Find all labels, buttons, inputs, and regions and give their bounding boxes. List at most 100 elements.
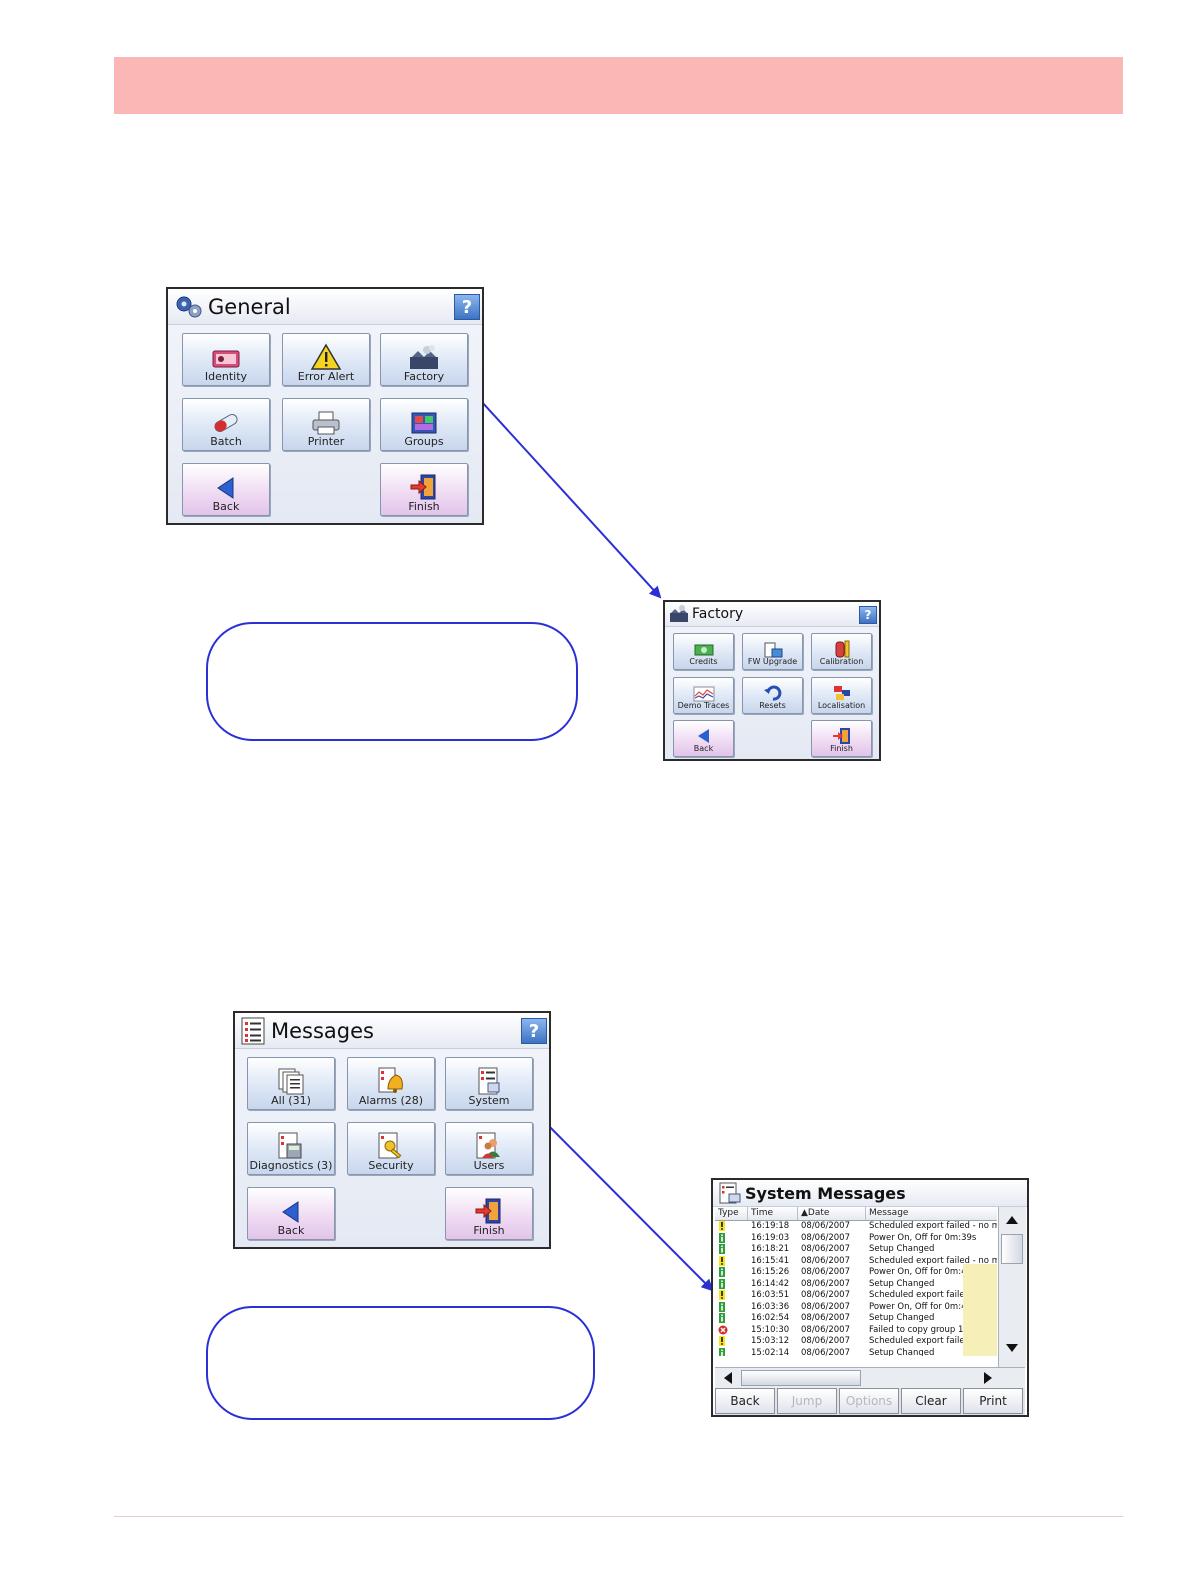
time-cell: 15:03:12 [751,1336,790,1346]
factory-button[interactable]: Factory [380,333,468,386]
back-label: Back [693,744,714,753]
identity-button[interactable]: Identity [182,333,270,386]
printer-button[interactable]: Printer [282,398,370,451]
scroll-thumb[interactable] [1001,1234,1023,1264]
help-button[interactable]: ? [521,1018,547,1044]
scroll-right-button[interactable] [977,1370,999,1386]
column-header-date[interactable]: ▲Date [798,1207,866,1220]
scroll-down-button[interactable] [1000,1337,1024,1359]
diagnostics-icon [277,1132,305,1160]
security-messages-button[interactable]: Security [347,1122,435,1175]
alarm-messages-label: Alarms (28) [358,1094,424,1107]
date-cell: 08/06/2007 [801,1290,850,1300]
groups-button[interactable]: Groups [380,398,468,451]
users-messages-button[interactable]: Users [445,1122,533,1175]
back-button[interactable]: Back [673,720,734,757]
localisation-button[interactable]: Localisation [811,677,872,714]
message-cell: Setup Changed [869,1278,935,1289]
date-cell: 08/06/2007 [801,1221,850,1231]
credits-button[interactable]: Credits [673,633,734,670]
finish-label: Finish [830,744,853,753]
back-label: Back [277,1224,305,1237]
demo-traces-button[interactable]: Demo Traces [673,677,734,714]
calibration-icon [831,640,853,658]
jump-button[interactable]: Jump [777,1388,837,1414]
identity-card-icon [211,347,241,371]
column-header-time[interactable]: Time [748,1207,798,1220]
system-list-icon [719,1182,741,1204]
footer-rule [114,1516,1123,1517]
column-header-type[interactable]: Type [715,1207,748,1220]
error-alert-button[interactable]: Error Alert [282,333,370,386]
finish-button[interactable]: Finish [380,463,468,516]
factory-title-bar: Factory [665,602,879,627]
all-messages-button[interactable]: All (31) [247,1057,335,1110]
vertical-scrollbar[interactable] [998,1207,1026,1367]
scroll-h-thumb[interactable] [741,1370,861,1386]
gears-icon [174,293,204,321]
batch-button[interactable]: Batch [182,398,270,451]
info-icon [715,1278,748,1291]
fw-upgrade-button[interactable]: FW Upgrade [742,633,803,670]
column-header-message[interactable]: Message [869,1208,909,1218]
back-button[interactable]: Back [182,463,270,516]
scroll-left-button[interactable] [717,1370,739,1386]
back-arrow-icon [213,475,239,501]
back-label: Back [212,500,240,513]
message-cell: Setup Changed [869,1313,935,1323]
time-cell: 16:14:42 [751,1278,790,1289]
stacked-pages-icon [276,1067,306,1095]
date-cell: 08/06/2007 [801,1347,850,1357]
time-cell: 15:10:30 [751,1324,790,1335]
help-button[interactable]: ? [454,294,480,320]
table-row[interactable]: 16:14:42 08/06/2007 Setup Changed [715,1278,997,1291]
back-button[interactable]: Back [247,1187,335,1240]
calibration-button[interactable]: Calibration [811,633,872,670]
finish-button[interactable]: Finish [811,720,872,757]
factory-label: Factory [403,370,445,383]
system-messages-title-bar: System Messages [713,1180,1027,1207]
factory-window: Factory ? Credits FW Upgrade Calibration… [663,600,881,761]
users-icon [475,1132,503,1160]
info-icon [715,1313,748,1325]
finish-button[interactable]: Finish [445,1187,533,1240]
resets-button[interactable]: Resets [742,677,803,714]
clear-button[interactable]: Clear [901,1388,961,1414]
localisation-label: Localisation [817,701,866,710]
options-button[interactable]: Options [839,1388,899,1414]
alarm-messages-button[interactable]: Alarms (28) [347,1057,435,1110]
message-cell: Power On, Off for 0m:39s [869,1232,977,1243]
date-cell: 08/06/2007 [801,1278,850,1289]
warning-icon [310,343,342,371]
security-messages-label: Security [368,1159,414,1172]
exit-door-icon [474,1197,504,1225]
scroll-up-button[interactable] [1000,1209,1024,1231]
time-cell: 15:02:14 [751,1347,790,1357]
help-button[interactable]: ? [859,606,877,624]
horizontal-scrollbar[interactable] [715,1367,1025,1388]
messages-title: Messages [271,1018,374,1043]
diagnostics-button[interactable]: Diagnostics (3) [247,1122,335,1175]
callout-box-system [206,1306,595,1420]
system-messages-window: System Messages Type Time ▲Date Message … [711,1178,1029,1417]
date-cell: 08/06/2007 [801,1301,850,1312]
message-cell: Power On, Off for 0m:41s [869,1267,977,1277]
system-messages-button[interactable]: System [445,1057,533,1110]
time-cell: 16:15:41 [751,1255,790,1266]
message-cell: Setup Changed [869,1244,935,1254]
print-button[interactable]: Print [963,1388,1023,1414]
back-button[interactable]: Back [715,1388,775,1414]
